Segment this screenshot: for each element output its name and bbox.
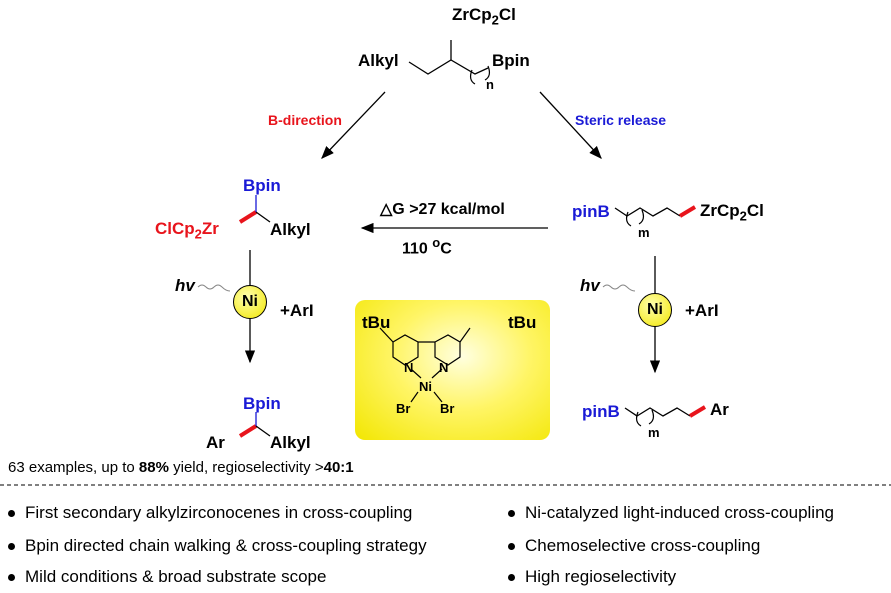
- bullet-dot: [8, 543, 15, 551]
- left-int-bpin: Bpin: [243, 176, 281, 195]
- bullet-text: Bpin directed chain walking & cross-coup…: [25, 536, 427, 555]
- zr-tail: Cl: [746, 201, 764, 220]
- cat-br-right: Br: [440, 401, 455, 416]
- cat-br-left: Br: [396, 401, 411, 416]
- left-int-zr: ClCp2Zr: [155, 220, 219, 240]
- right-prod-pinb: pinB: [582, 402, 620, 421]
- zr-tail: Zr: [201, 219, 219, 238]
- summary-ratio: 40:1: [323, 459, 354, 476]
- summary-pre: 63 examples, up to: [8, 459, 139, 476]
- b-direction-label: B-direction: [268, 112, 342, 128]
- summary-mid: yield, regioselectivity >: [168, 459, 324, 476]
- bullet-dot: [508, 574, 515, 582]
- zr-sub: 2: [739, 208, 747, 224]
- right-int-m: m: [638, 225, 650, 240]
- bullet-item: First secondary alkylzirconocenes in cro…: [8, 503, 412, 523]
- right-prod-m: m: [648, 425, 660, 440]
- zr-text: ClCp: [155, 219, 195, 238]
- cat-tbu-left: tBu: [362, 313, 391, 332]
- summary-yield: 88%: [138, 459, 169, 476]
- bullet-item: Bpin directed chain walking & cross-coup…: [8, 536, 427, 556]
- bullet-item: Chemoselective cross-coupling: [508, 536, 760, 556]
- left-int-alkyl: Alkyl: [270, 220, 311, 239]
- bullet-dot: [8, 574, 15, 582]
- bullet-dot: [508, 543, 515, 551]
- degree-sign: o: [432, 235, 441, 250]
- left-prod-alkyl: Alkyl: [270, 433, 311, 452]
- bullet-text: High regioselectivity: [525, 567, 677, 586]
- bullet-text: First secondary alkylzirconocenes in cro…: [25, 503, 413, 522]
- zr-text: ZrCp: [452, 5, 492, 24]
- left-prod-bpin: Bpin: [243, 394, 281, 413]
- bullet-dot: [8, 510, 15, 518]
- right-int-pinb: pinB: [572, 202, 610, 221]
- top-bpin-label: Bpin: [492, 51, 530, 70]
- cat-n-right: N: [439, 360, 449, 375]
- cat-tbu-right: tBu: [508, 313, 537, 332]
- bullet-item: High regioselectivity: [508, 567, 676, 587]
- catalyst-box: [355, 300, 550, 440]
- summary-line: 63 examples, up to 88% yield, regioselec…: [8, 459, 354, 476]
- left-prod-ar: Ar: [206, 433, 225, 452]
- bullet-dot: [508, 510, 515, 518]
- bullet-text: Ni-catalyzed light-induced cross-couplin…: [525, 503, 834, 522]
- left-ni-circle: Ni: [233, 285, 267, 319]
- top-n-label: n: [486, 77, 494, 92]
- bullet-text: Mild conditions & broad substrate scope: [25, 567, 327, 586]
- right-ni-circle: Ni: [638, 293, 672, 327]
- temp-value: 110: [402, 240, 433, 258]
- bullet-item: Ni-catalyzed light-induced cross-couplin…: [508, 503, 834, 523]
- right-hv-label: hv: [580, 276, 600, 295]
- steric-release-label: Steric release: [575, 112, 667, 128]
- right-ari-label: +ArI: [685, 301, 719, 320]
- top-alkyl-label: Alkyl: [358, 51, 399, 70]
- left-ari-label: +ArI: [280, 301, 314, 320]
- cat-ni: Ni: [419, 379, 432, 394]
- temperature-label: 110 oC: [402, 236, 452, 257]
- delta-g-label: △G >27 kcal/mol: [380, 201, 505, 218]
- temp-unit: C: [440, 240, 452, 258]
- zr-sub: 2: [194, 226, 202, 242]
- right-prod-ar: Ar: [710, 400, 729, 419]
- bullet-text: Chemoselective cross-coupling: [525, 536, 761, 555]
- left-hv-label: hv: [175, 276, 195, 295]
- cat-n-left: N: [404, 360, 414, 375]
- zr-text: ZrCp: [700, 201, 740, 220]
- zr-sub: 2: [491, 12, 499, 28]
- top-zrcp2cl-label: ZrCp2Cl: [452, 6, 516, 26]
- right-int-zr: ZrCp2Cl: [700, 202, 764, 222]
- bullet-item: Mild conditions & broad substrate scope: [8, 567, 326, 587]
- zr-tail: Cl: [498, 5, 516, 24]
